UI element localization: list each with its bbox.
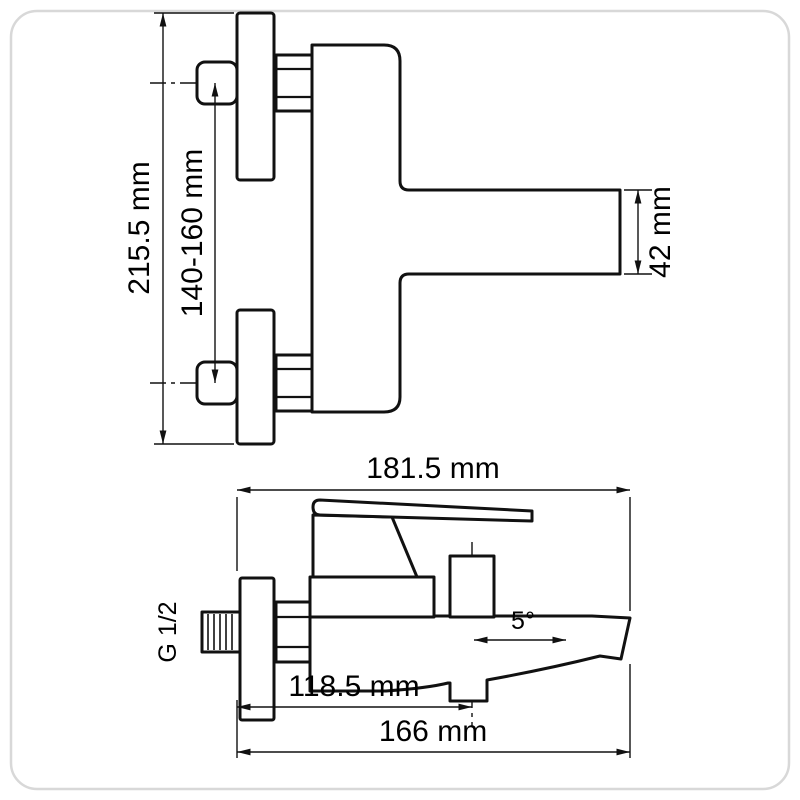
- total-reach-label: 166 mm: [379, 715, 487, 748]
- dimension-total-reach: 166 mm: [236, 664, 631, 758]
- escutcheon-bottom: [235, 308, 276, 446]
- dimension-spout-angle: 5°: [474, 607, 566, 644]
- mounting-centers-label: 140-160 mm: [176, 149, 209, 317]
- body-side: [308, 575, 436, 619]
- extension-lines: [236, 497, 631, 611]
- spout-angle-label: 5°: [511, 607, 535, 635]
- hex-nut-side: [274, 600, 312, 664]
- extension-lines: [236, 664, 631, 758]
- dimension-overall-height: 215.5 mm: [123, 12, 234, 445]
- cartridge-neck: [311, 513, 419, 579]
- escutcheon-top: [235, 11, 276, 182]
- faucet-body-front: [310, 43, 622, 414]
- dimension-overall-depth: 181.5 mm: [236, 452, 631, 611]
- eccentric-fitting-top: [195, 60, 239, 106]
- outlet-reach-label: 118.5 mm: [288, 670, 419, 703]
- lever-handle: [311, 498, 534, 523]
- dimension-mounting-centers: 140-160 mm: [176, 83, 219, 383]
- extension-lines: [154, 12, 234, 445]
- eccentric-fitting-bottom: [195, 360, 239, 406]
- thread-size-label: G 1/2: [154, 601, 182, 662]
- hex-nut-bottom: [274, 353, 314, 413]
- hex-nut-top: [274, 53, 314, 113]
- side-view: 181.5 mm G 1/2 5° 118.5 mm 166 mm: [154, 452, 632, 758]
- overall-height-label: 215.5 mm: [123, 161, 156, 294]
- threaded-nipple: [200, 610, 242, 654]
- dimension-spout-height: 42 mm: [624, 186, 677, 278]
- front-view: 215.5 mm 140-160 mm 42 mm: [123, 11, 677, 446]
- thread-hatching: [207, 614, 233, 650]
- wall-plate-side: [238, 576, 276, 722]
- overall-depth-label: 181.5 mm: [366, 452, 499, 485]
- spout-height-label: 42 mm: [644, 186, 677, 278]
- dimension-outlet-reach: 118.5 mm: [237, 670, 472, 711]
- page-border: [9, 9, 791, 791]
- diverter-knob: [448, 554, 496, 619]
